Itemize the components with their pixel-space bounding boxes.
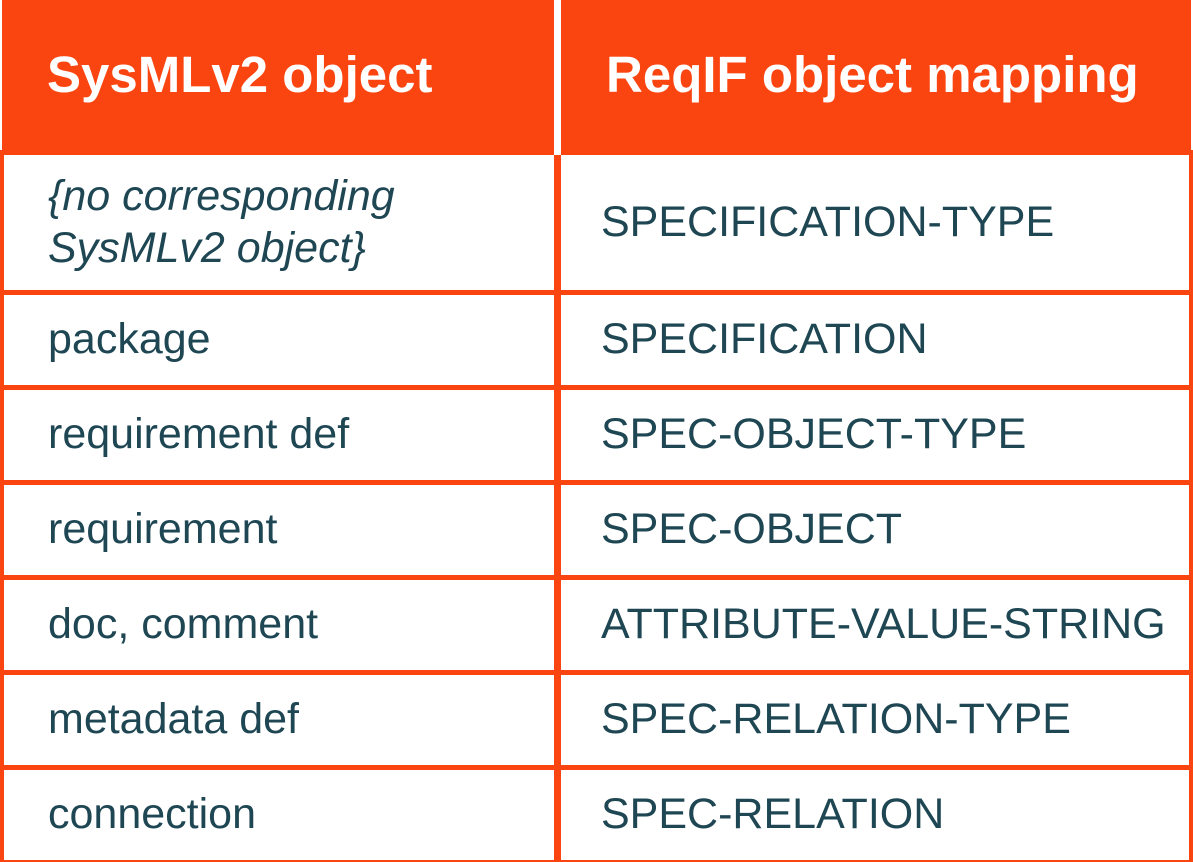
reqif-mapping-cell: SPECIFICATION-TYPE <box>554 149 1193 295</box>
table-row: package SPECIFICATION <box>0 289 1193 390</box>
sysml-object-cell: requirement <box>0 479 560 580</box>
table-row: metadata def SPEC-RELATION-TYPE <box>0 669 1193 770</box>
table-row: connection SPEC-RELATION <box>0 764 1193 862</box>
table-row: requirement SPEC-OBJECT <box>0 479 1193 580</box>
reqif-mapping-cell: ATTRIBUTE-VALUE-STRING <box>554 574 1193 675</box>
header-cell-reqif-mapping: ReqIF object mapping <box>557 0 1191 155</box>
reqif-mapping-cell: SPEC-OBJECT <box>554 479 1193 580</box>
sysml-object-cell: metadata def <box>0 669 560 770</box>
sysml-object-cell: {no corresponding SysMLv2 object} <box>0 149 560 295</box>
table-row: doc, comment ATTRIBUTE-VALUE-STRING <box>0 574 1193 675</box>
table-row: requirement def SPEC-OBJECT-TYPE <box>0 384 1193 485</box>
table-header: SysMLv2 object ReqIF object mapping <box>2 0 1191 155</box>
reqif-mapping-cell: SPEC-RELATION <box>554 764 1193 862</box>
table-row: {no corresponding SysMLv2 object} SPECIF… <box>0 149 1193 295</box>
reqif-mapping-cell: SPEC-OBJECT-TYPE <box>554 384 1193 485</box>
sysml-object-cell: connection <box>0 764 560 862</box>
header-row: SysMLv2 object ReqIF object mapping <box>2 0 1191 155</box>
reqif-mapping-cell: SPEC-RELATION-TYPE <box>554 669 1193 770</box>
sysml-object-cell: requirement def <box>0 384 560 485</box>
header-cell-sysmlv2-object: SysMLv2 object <box>2 0 561 155</box>
sysml-object-cell: doc, comment <box>0 574 560 675</box>
sysml-object-cell: package <box>0 289 560 390</box>
table-body: {no corresponding SysMLv2 object} SPECIF… <box>0 149 1193 862</box>
reqif-mapping-cell: SPECIFICATION <box>554 289 1193 390</box>
